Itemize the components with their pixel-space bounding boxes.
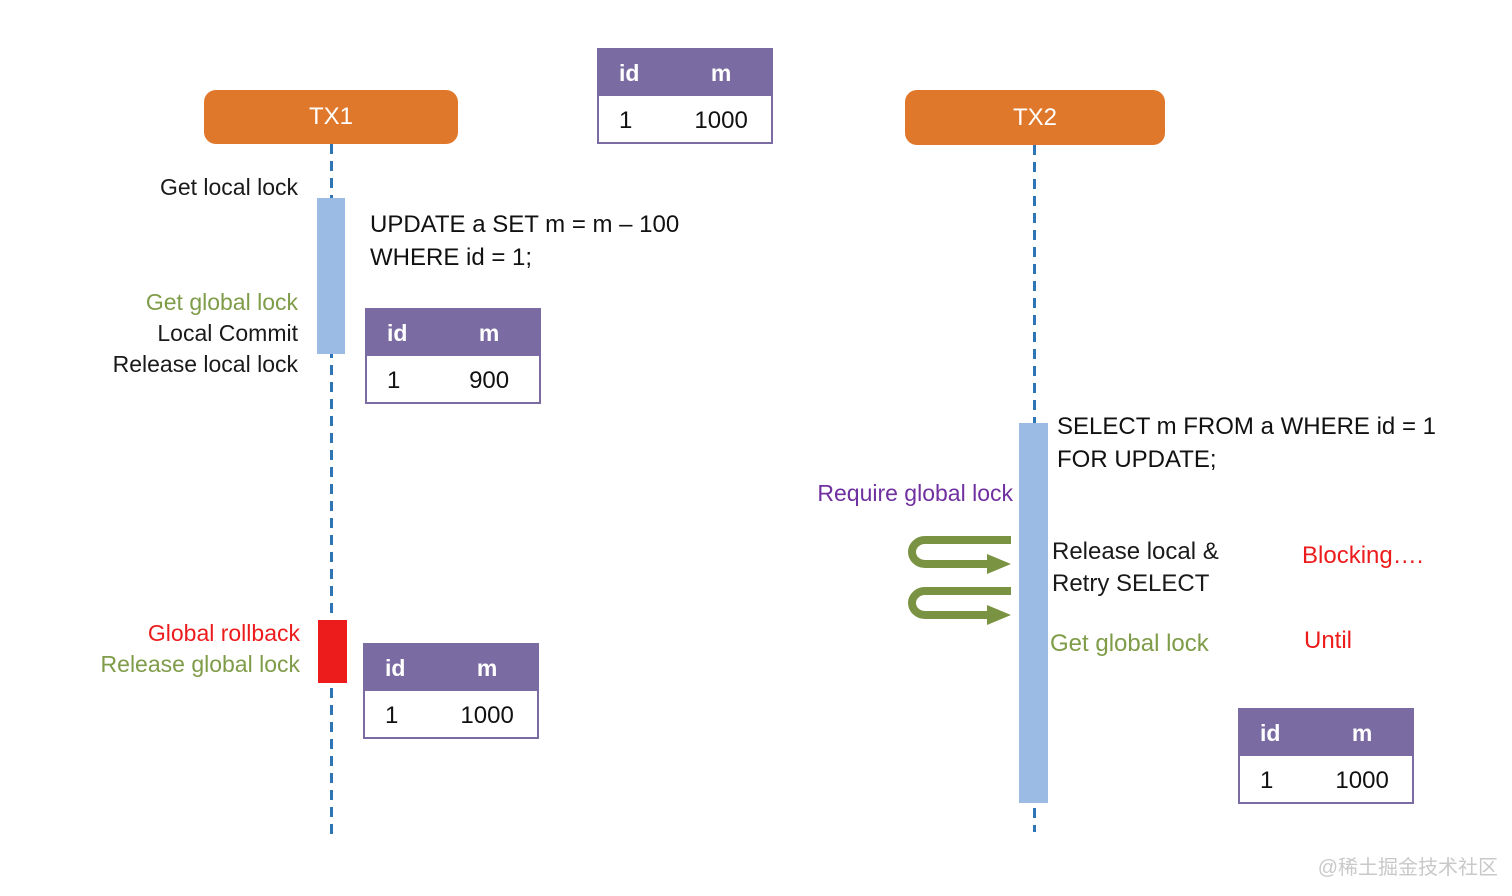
tx1-local-lock-bar: [317, 198, 345, 354]
table-header-row: id m: [1240, 710, 1412, 759]
tx1-sql-statement: UPDATE a SET m = m – 100 WHERE id = 1;: [370, 208, 679, 274]
tx2-sql-line2: FOR UPDATE;: [1057, 446, 1217, 473]
retry-loop-icon: [908, 536, 1011, 574]
table-tx2-result: id m 1 1000: [1238, 708, 1414, 804]
tx2-lock-wait-bar: [1019, 423, 1048, 803]
table-row: 1 1000: [365, 694, 537, 737]
table-header-id: id: [385, 654, 406, 681]
tx2-until-label: Until: [1304, 627, 1353, 654]
tx2-retry-labels: Release local & Retry SELECT: [1052, 536, 1219, 600]
table-header-m: m: [710, 59, 732, 86]
tx1-rollback-labels: Global rollback Release global lock: [60, 618, 300, 680]
table-header-row: id m: [367, 310, 539, 359]
tx1-local-commit-label: Local Commit: [157, 320, 298, 346]
watermark: @稀土掘金技术社区: [1317, 857, 1498, 879]
tx1-commit-labels: Get global lock Local Commit Release loc…: [38, 287, 298, 380]
tx1-release-global-lock-label: Release global lock: [100, 651, 300, 677]
tx1-timeline: [330, 144, 333, 834]
table-header-row: id m: [599, 50, 771, 99]
tx1-rollback-bar: [318, 620, 347, 683]
tx1-sql-line1: UPDATE a SET m = m – 100: [370, 211, 680, 238]
tx1-get-global-lock-label: Get global lock: [145, 289, 298, 315]
tx1-global-rollback-label: Global rollback: [147, 620, 300, 646]
table-cell-m: 1000: [1335, 766, 1389, 794]
table-row: 1 1000: [599, 99, 771, 142]
table-row: 1 900: [367, 359, 539, 402]
table-cell-m: 1000: [694, 106, 748, 134]
retry-loop-icon: [908, 587, 1011, 625]
table-header-id: id: [619, 59, 640, 86]
tx2-require-global-lock-label: Require global lock: [817, 480, 1013, 506]
table-header-id: id: [387, 319, 408, 346]
table-row: 1 1000: [1240, 759, 1412, 802]
table-cell-id: 1: [387, 366, 401, 394]
table-header-id: id: [1260, 719, 1281, 746]
tx2-retry-select-label: Retry SELECT: [1052, 570, 1210, 597]
table-header-m: m: [478, 319, 500, 346]
table-after-update: id m 1 900: [365, 308, 541, 404]
tx1-sql-line2: WHERE id = 1;: [370, 244, 533, 271]
tx2-get-global-lock-label: Get global lock: [1050, 630, 1209, 657]
tx1-release-local-lock-label: Release local lock: [112, 351, 298, 377]
tx1-header: TX1: [204, 90, 458, 144]
table-cell-id: 1: [619, 106, 633, 134]
table-after-rollback: id m 1 1000: [363, 643, 539, 739]
table-cell-id: 1: [1260, 766, 1274, 794]
tx2-blocking-label: Blocking….: [1302, 542, 1424, 569]
tx2-release-local-label: Release local &: [1052, 538, 1219, 565]
table-cell-m: 900: [469, 366, 510, 394]
table-header-row: id m: [365, 645, 537, 694]
tx2-sql-line1: SELECT m FROM a WHERE id = 1: [1057, 413, 1436, 440]
table-cell-id: 1: [385, 701, 399, 729]
tx2-sql-statement: SELECT m FROM a WHERE id = 1 FOR UPDATE;: [1057, 410, 1436, 476]
table-initial: id m 1 1000: [597, 48, 773, 144]
table-header-m: m: [1351, 719, 1373, 746]
table-cell-m: 1000: [460, 701, 514, 729]
tx2-header: TX2: [905, 90, 1165, 145]
table-header-m: m: [476, 654, 498, 681]
tx1-get-local-lock-label: Get local lock: [159, 174, 298, 200]
